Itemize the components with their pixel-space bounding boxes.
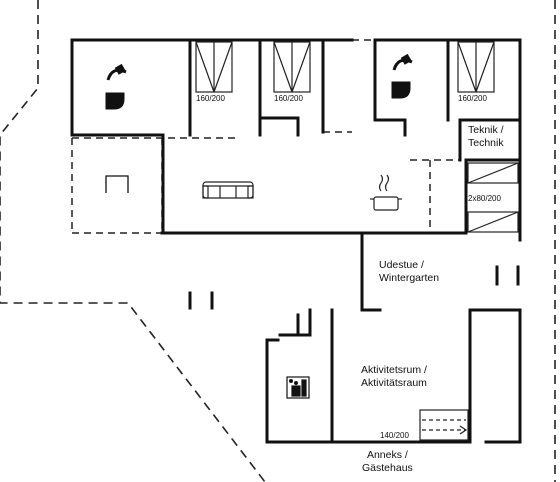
bed-icon: [273, 41, 311, 93]
room-label-aktivitet: Aktivitetsrum / Aktivitätsraum: [361, 364, 427, 389]
bunk-size-label: 2x80/200: [468, 194, 501, 203]
bed-size-label: 160/200: [458, 94, 487, 103]
bed-size-label: 160/200: [274, 94, 303, 103]
bed-icon: [457, 41, 495, 93]
room-label-anneks: Anneks / Gästehaus: [362, 449, 413, 474]
bed-icon: [195, 41, 233, 93]
fireplace-icon: [105, 175, 129, 193]
room-label-udestue: Udestue / Wintergarten: [379, 259, 440, 284]
bed-size-label: 140/200: [380, 431, 409, 440]
room-label-technik: Teknik / Technik: [468, 124, 504, 149]
sofa-icon: [202, 181, 254, 199]
main-walls: [70, 38, 522, 444]
bunk-bed-icon: [467, 162, 519, 233]
shower-toilet-icon: [105, 63, 127, 110]
sauna-icon: [286, 376, 310, 399]
bed-size-label: 160/200: [196, 94, 225, 103]
shower-toilet-icon: [391, 53, 413, 99]
cooking-pot-icon: [370, 174, 402, 211]
bed-icon: [419, 409, 469, 441]
